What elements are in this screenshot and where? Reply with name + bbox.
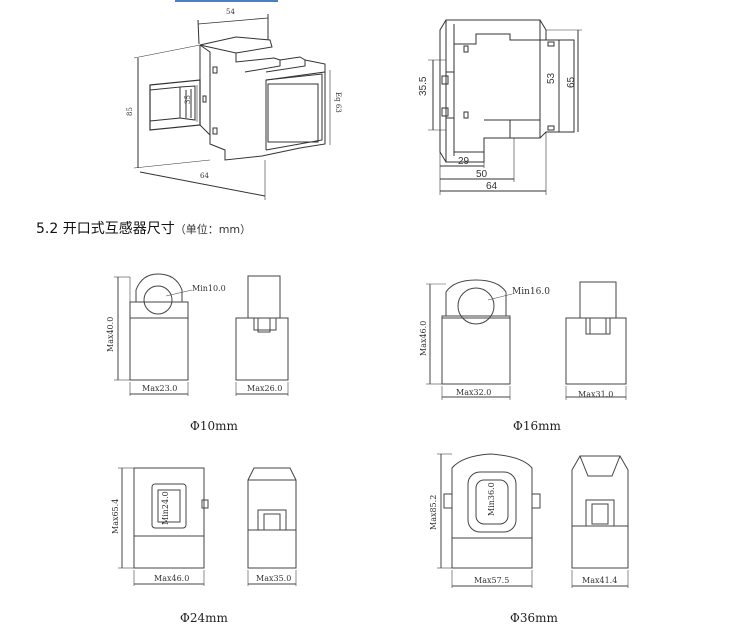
iso-depth-label: 64 <box>200 172 209 180</box>
side-dim3-label: 64 <box>486 181 498 192</box>
sensor-24-drawing <box>118 467 297 586</box>
iso-height-label: 85 <box>126 107 134 116</box>
section-number: 5.2 <box>36 221 59 237</box>
meter-isometric-drawing <box>133 14 331 200</box>
sensor-24-maxw1-label: Max46.0 <box>154 574 189 583</box>
sensor-10-drawing <box>114 273 289 396</box>
side-inner-label: 53 <box>546 72 557 84</box>
side-dim1-label: 29 <box>458 156 470 167</box>
sensor-10-caption: Φ10mm <box>190 419 238 433</box>
side-outer-label: 65 <box>566 76 577 88</box>
sensor-16-maxh-label: Max46.0 <box>419 321 428 356</box>
sensor-24-caption: Φ24mm <box>180 611 228 625</box>
sensor-24-maxw2-label: Max35.0 <box>256 574 291 583</box>
meter-side-drawing <box>428 19 582 195</box>
sensor-10-maxw1-label: Max23.0 <box>142 384 177 393</box>
section-heading: 5.2 开口式互感器尺寸（单位：mm） <box>36 218 251 238</box>
iso-width-label: 54 <box>226 8 235 16</box>
sensor-36-maxw1-label: Max57.5 <box>474 576 509 585</box>
sensor-36-maxh-label: Max85.2 <box>429 495 438 530</box>
sensor-16-drawing <box>426 279 627 400</box>
iso-rail-label: 35 <box>184 95 192 104</box>
sensor-16-maxw2-label: Max31.0 <box>578 390 613 399</box>
sensor-16-caption: Φ16mm <box>513 419 561 433</box>
sensor-24-min-label: Min24.0 <box>161 491 170 525</box>
sensor-24-maxh-label: Max65.4 <box>111 499 120 534</box>
sensor-36-maxw2-label: Max41.4 <box>582 576 617 585</box>
sensor-16-min-label: Min16.0 <box>512 287 550 297</box>
sensor-10-maxw2-label: Max26.0 <box>247 384 282 393</box>
sensor-36-caption: Φ36mm <box>510 611 558 625</box>
section-title: 开口式互感器尺寸 <box>62 221 175 237</box>
sensor-36-drawing <box>437 453 629 588</box>
iso-side-label: Eq 63 <box>334 92 342 113</box>
sensor-16-maxw1-label: Max32.0 <box>456 388 491 397</box>
sensor-10-maxh-label: Max40.0 <box>106 317 115 352</box>
sensor-36-min-label: Min36.0 <box>487 482 496 516</box>
section-unit: （单位：mm） <box>174 223 252 236</box>
sensor-10-min-label: Min10.0 <box>192 284 226 293</box>
side-dim2-label: 50 <box>476 169 488 180</box>
side-rail-label: 35.5 <box>418 76 429 96</box>
